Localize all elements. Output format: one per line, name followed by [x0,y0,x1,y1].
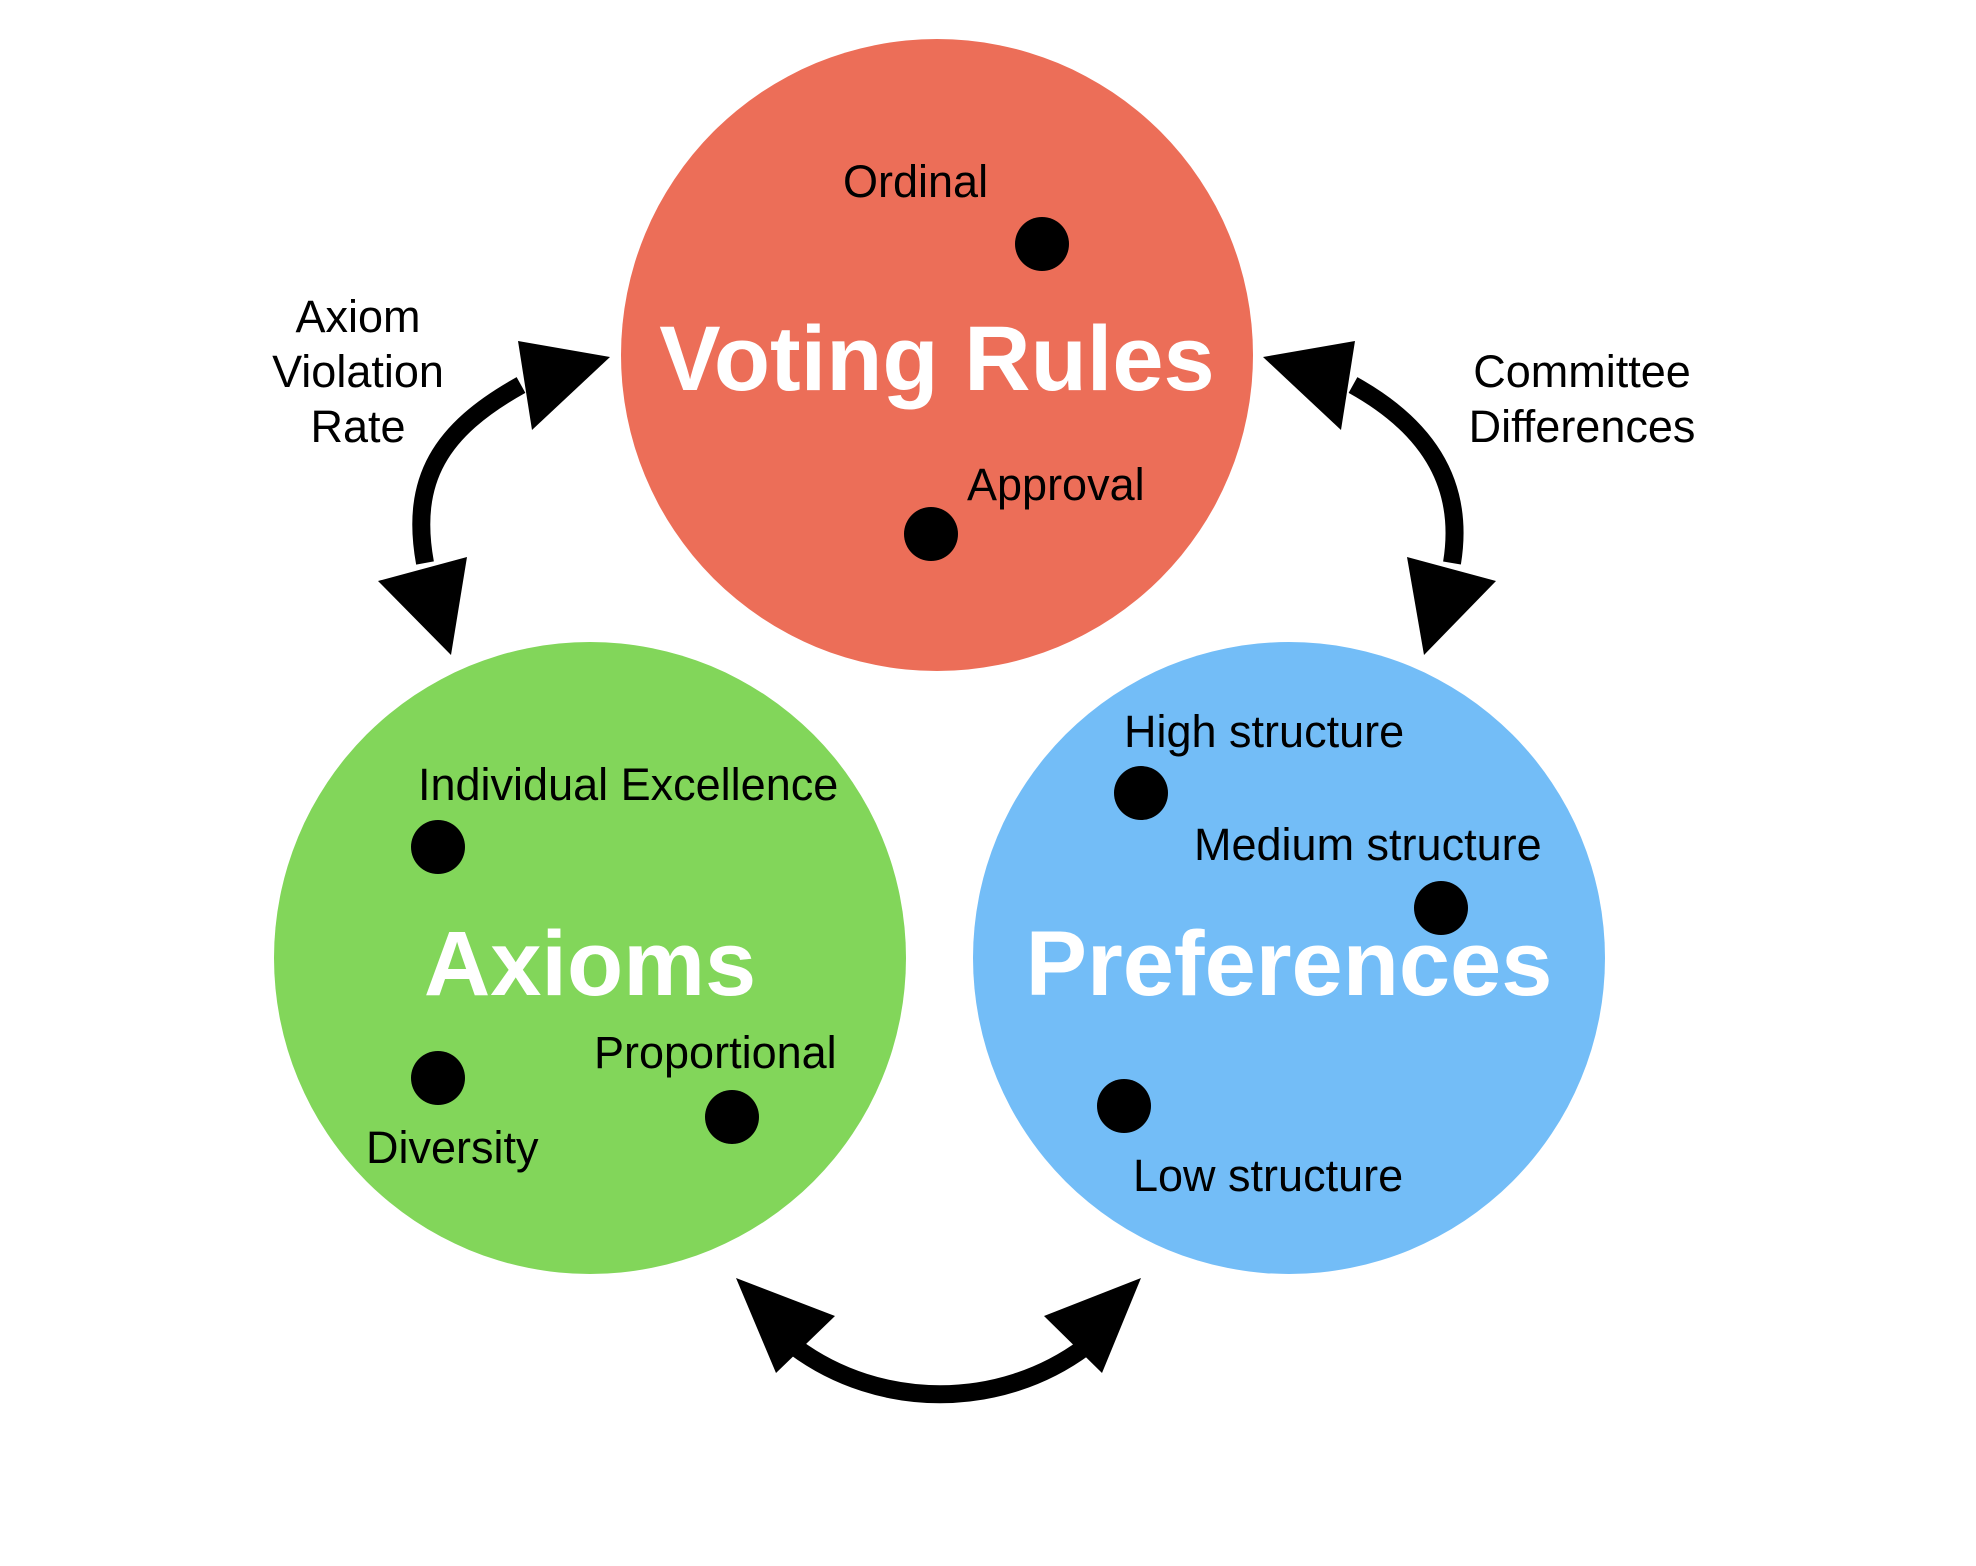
high-structure-label: High structure [1124,706,1404,757]
axioms-preferences-arrow-head-left [736,1278,835,1373]
diversity-label: Diversity [366,1122,539,1173]
ordinal-label: Ordinal [843,156,988,207]
axioms-preferences-arrow-shaft [789,1339,1091,1404]
voting-preferences-label-line-2: Differences [1469,401,1696,452]
high-structure-point [1114,766,1168,820]
voting-rules-title: Voting Rules [659,308,1214,410]
voting-preferences-label-line-1: Committee [1473,346,1691,397]
voting-axioms-label-line-1: Axiom [295,291,420,342]
voting-axioms-label-line-3: Rate [310,401,405,452]
proportional-label: Proportional [594,1027,837,1078]
axioms-title: Axioms [424,913,756,1015]
voting-axioms-arrow-shaft [412,377,526,565]
approval-point [904,507,958,561]
individual-excellence-point [411,820,465,874]
ordinal-point [1015,217,1069,271]
voting-preferences-arrow-shaft [1348,377,1464,565]
proportional-point [705,1090,759,1144]
axioms-preferences-arrow [736,1278,1141,1404]
voting-preferences-arrow-head-top [1263,341,1355,430]
medium-structure-label: Medium structure [1194,819,1542,870]
voting-rules-node: Voting Rules Ordinal Approval [621,39,1253,671]
voting-axioms-arrow: Axiom Violation Rate [272,291,610,655]
voting-preferences-arrow: Committee Differences [1263,341,1695,655]
voting-axioms-label-line-2: Violation [272,346,444,397]
preferences-title: Preferences [1026,913,1553,1015]
preferences-node: Preferences High structure Medium struct… [973,642,1605,1274]
axioms-node: Axioms Individual Excellence Diversity P… [274,642,906,1274]
axioms-preferences-arrow-head-right [1044,1278,1141,1373]
medium-structure-point [1414,881,1468,935]
voting-axioms-arrow-head-top [518,341,610,430]
low-structure-label: Low structure [1133,1150,1403,1201]
individual-excellence-label: Individual Excellence [418,759,838,810]
low-structure-point [1097,1079,1151,1133]
approval-label: Approval [967,459,1145,510]
diversity-point [411,1051,465,1105]
voting-rules-circle [621,39,1253,671]
voting-axioms-arrow-head-bottom [378,557,467,655]
voting-preferences-arrow-head-bottom [1407,557,1496,655]
